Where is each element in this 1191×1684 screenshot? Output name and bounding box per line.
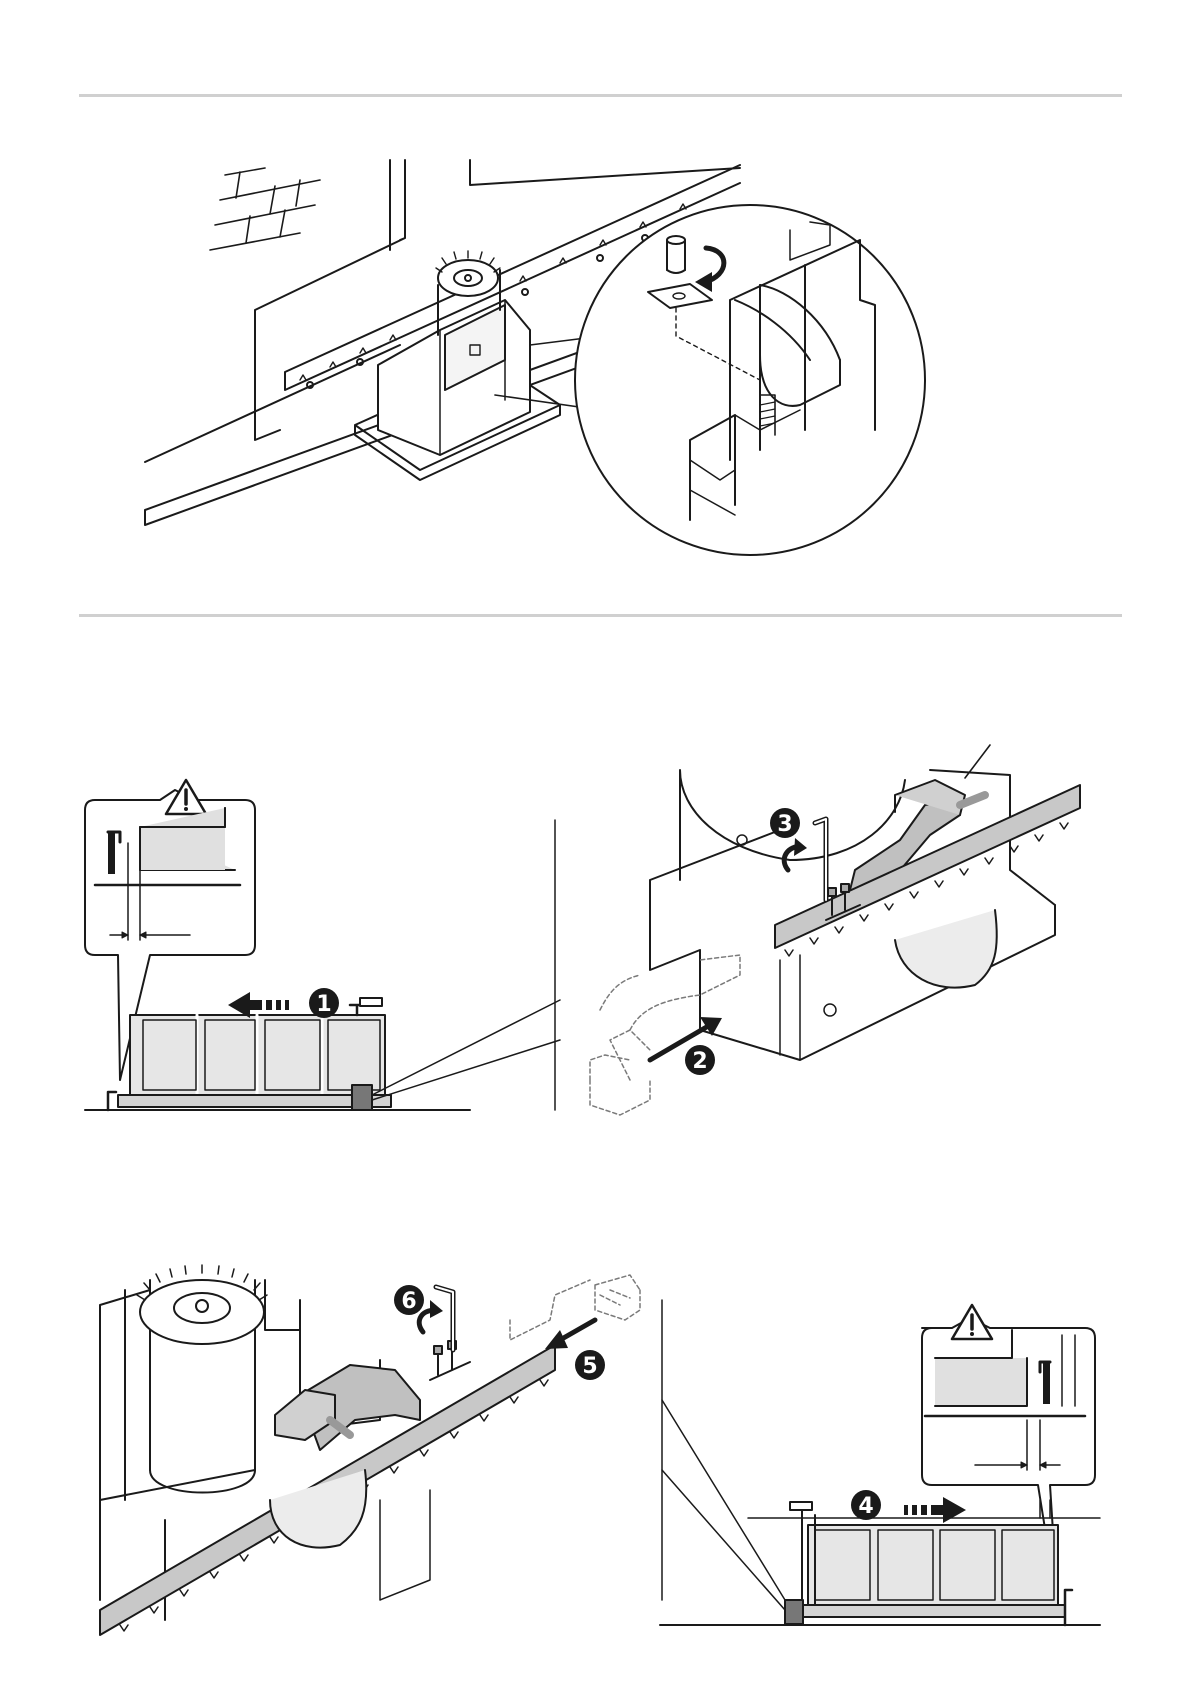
step-badge-4: 4 — [851, 1490, 881, 1520]
step-badge-6: 6 — [394, 1285, 424, 1315]
panel-step-1: 1 — [85, 780, 560, 1110]
motor-fan — [438, 260, 498, 296]
step-number: 6 — [401, 1289, 416, 1314]
step-badge-1: 1 — [309, 988, 339, 1018]
step-number: 1 — [316, 992, 331, 1017]
brick-wall — [210, 168, 320, 250]
step-badge-5: 5 — [575, 1350, 605, 1380]
hex-key-icon — [815, 819, 826, 900]
step-number: 5 — [582, 1354, 597, 1379]
arrow-right-icon — [904, 1497, 966, 1523]
step-badge-2: 2 — [685, 1045, 715, 1075]
panel-steps-2-3: 3 2 — [590, 745, 1080, 1115]
sliding-gate — [118, 998, 391, 1107]
panel-step-4: 4 — [660, 1300, 1100, 1625]
sliding-gate — [790, 1502, 1065, 1617]
step-number: 2 — [692, 1049, 707, 1074]
step-number: 4 — [858, 1494, 873, 1519]
step-number: 3 — [777, 812, 792, 837]
top-figure — [145, 160, 925, 555]
detail-magnifier — [575, 205, 925, 555]
panel-steps-5-6: 6 5 — [100, 1265, 640, 1635]
motor-unit — [355, 251, 560, 480]
step-badge-3: 3 — [770, 808, 800, 838]
